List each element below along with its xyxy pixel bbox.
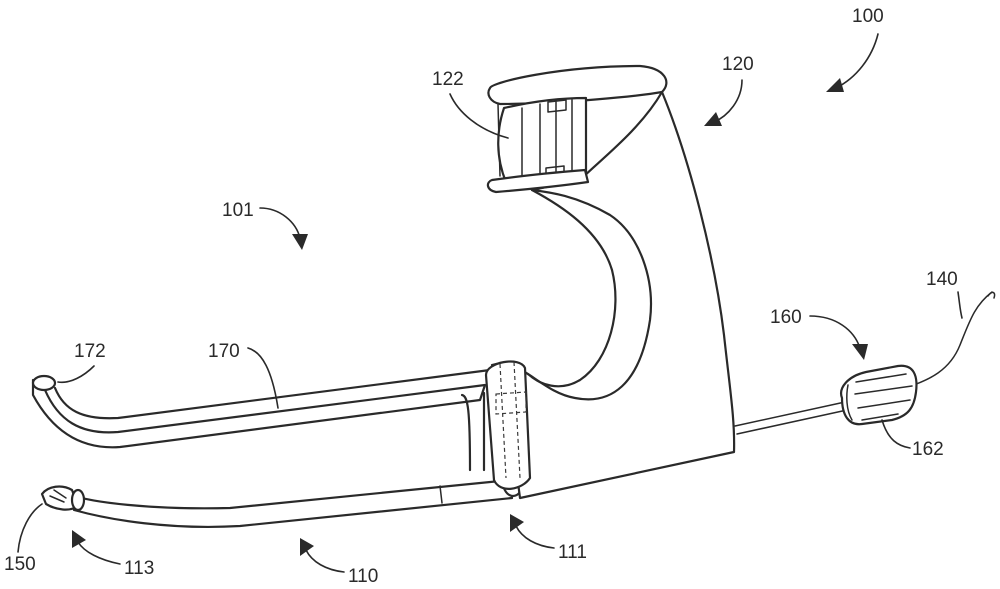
arm-172-tube-end <box>31 374 57 392</box>
arm-170-drop <box>460 391 486 472</box>
label-111: 111 <box>558 542 587 563</box>
label-160: 160 <box>770 307 802 328</box>
cable-140-tip <box>987 291 996 299</box>
label-122: 122 <box>432 69 464 90</box>
handle-cap-bottom <box>486 168 590 194</box>
label-120: 120 <box>722 54 754 75</box>
label-172: 172 <box>74 341 106 362</box>
clamp-block-111 <box>484 360 532 490</box>
handle-inner-curve <box>526 188 617 388</box>
handle-cap <box>487 64 668 106</box>
label-162: 162 <box>912 439 944 460</box>
connector-162 <box>840 364 918 426</box>
label-101: 101 <box>222 200 254 221</box>
rear-shaft <box>734 401 848 435</box>
cable-140 <box>904 291 993 389</box>
arm-170-tube <box>31 378 487 449</box>
button-122 <box>497 96 588 184</box>
label-100: 100 <box>852 6 884 27</box>
lower-shaft-110 <box>70 478 514 529</box>
label-150: 150 <box>4 554 36 575</box>
label-110: 110 <box>348 566 378 587</box>
label-140: 140 <box>926 269 958 290</box>
label-170: 170 <box>208 341 240 362</box>
arm-170-upper-edge <box>53 368 492 420</box>
handle-housing-120 <box>490 90 736 500</box>
lower-shaft-110-edge <box>439 485 443 504</box>
tip-113 <box>40 485 86 512</box>
label-113: 113 <box>124 558 154 579</box>
